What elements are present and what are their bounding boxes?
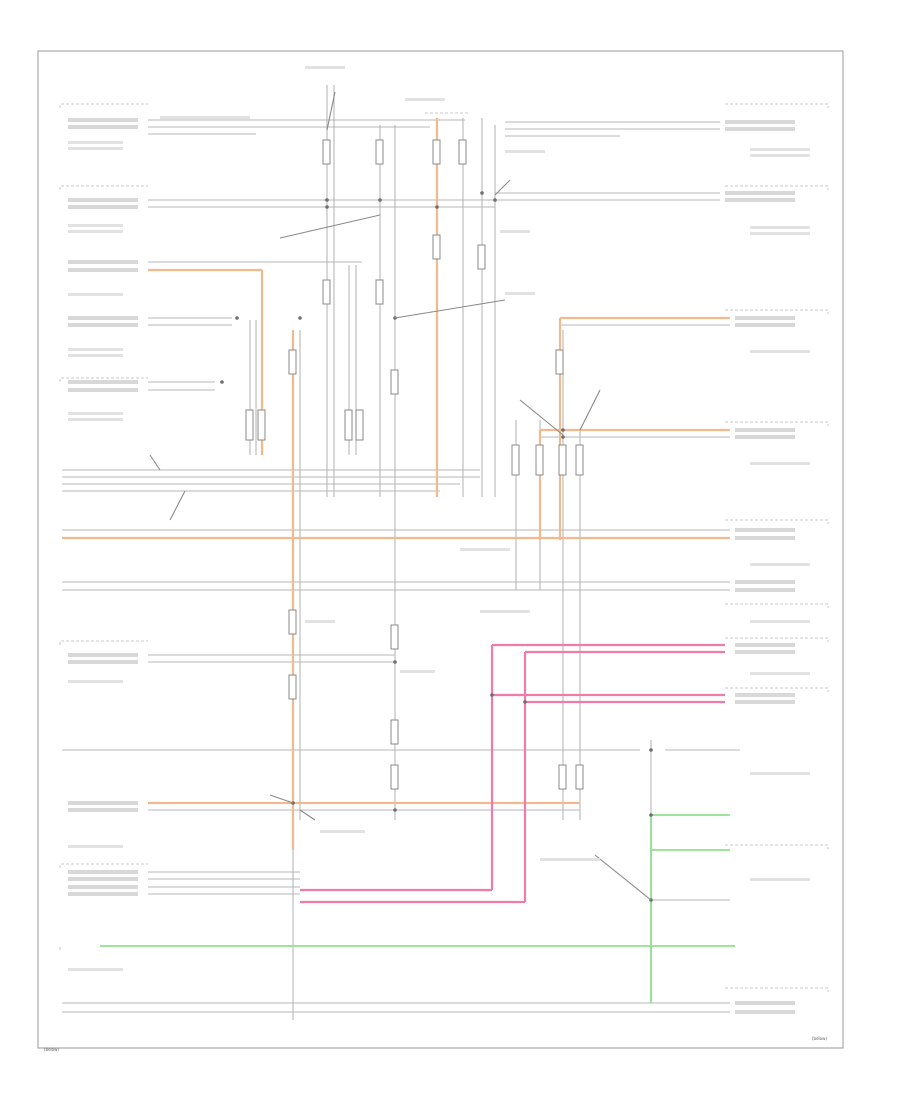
connector-outlines xyxy=(59,103,829,992)
colored-vertical-wires xyxy=(260,118,652,1003)
diagram-frame xyxy=(37,50,844,1049)
corner-label: (below) xyxy=(812,1036,827,1041)
figure-id-label: (below) xyxy=(44,1047,59,1052)
wire-texture xyxy=(68,66,810,1014)
inline-connectors xyxy=(245,139,584,790)
leader-lines xyxy=(149,91,652,901)
horizontal-wires xyxy=(62,119,740,1013)
vertical-harness-lines xyxy=(249,85,652,1020)
